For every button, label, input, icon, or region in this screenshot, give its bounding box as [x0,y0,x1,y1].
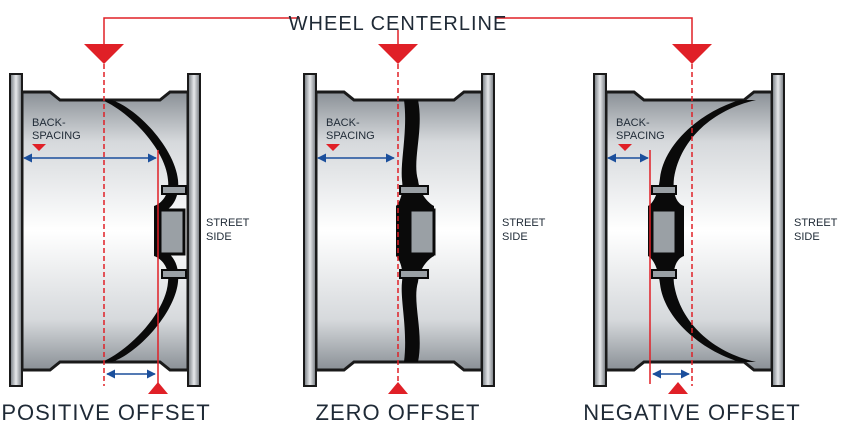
offset-marker-bottom [668,382,688,394]
wheel-caption: ZERO OFFSET [316,400,481,425]
inner-flange [9,73,23,387]
inner-flange [593,73,607,387]
centerline-marker-top [672,44,712,64]
backspacing-label-line2: SPACING [616,130,665,142]
centerline-marker-top [84,44,124,64]
backspacing-marker [618,144,632,151]
street-side-label-line1: STREET [794,217,838,229]
backspacing-label-line1: BACK- [326,117,360,129]
street-side-label-line2: SIDE [794,231,820,243]
wheel-positive-offset: BACK- SPACING STREET SIDE POSITIVE OFFSE… [1,44,250,425]
wheel-caption: POSITIVE OFFSET [1,400,210,425]
hub-face [408,208,436,256]
hub-bolt-upper [399,185,429,195]
inner-flange [303,73,317,387]
offset-marker-bottom [148,382,168,394]
wheel-caption: NEGATIVE OFFSET [583,400,801,425]
wheel-negative-offset: BACK- SPACING STREET SIDE NEGATIVE OFFSE… [583,44,838,425]
wheel-disc [648,100,756,362]
header-line-left [103,17,300,44]
street-side-label-line1: STREET [502,217,546,229]
outer-flange [481,73,495,387]
street-side-label-line2: SIDE [206,231,232,243]
hub-face [158,208,186,256]
hub-bolt-lower [651,269,677,279]
backspacing-label-line1: BACK- [616,117,650,129]
diagram-title: WHEEL CENTERLINE [289,13,508,35]
header-line-right [496,17,693,44]
hub-face [650,208,678,256]
hub-bolt-lower [161,269,187,279]
backspacing-label-line2: SPACING [32,130,81,142]
offset-marker-bottom [388,382,408,394]
backspacing-label-line1: BACK- [32,117,66,129]
wheel-zero-offset: BACK- SPACING STREET SIDE ZERO OFFSET [303,44,546,425]
backspacing-label-line2: SPACING [326,130,375,142]
backspacing-marker [326,144,340,151]
street-side-label-line1: STREET [206,217,250,229]
hub-bolt-upper [651,185,677,195]
street-side-label-line2: SIDE [502,231,528,243]
centerline-marker-top [378,44,418,64]
hub-bolt-lower [399,269,429,279]
outer-flange [187,73,201,387]
centerline-header: WHEEL CENTERLINE [103,13,693,44]
outer-flange [771,73,785,387]
hub-bolt-upper [161,185,187,195]
backspacing-marker [32,144,46,151]
